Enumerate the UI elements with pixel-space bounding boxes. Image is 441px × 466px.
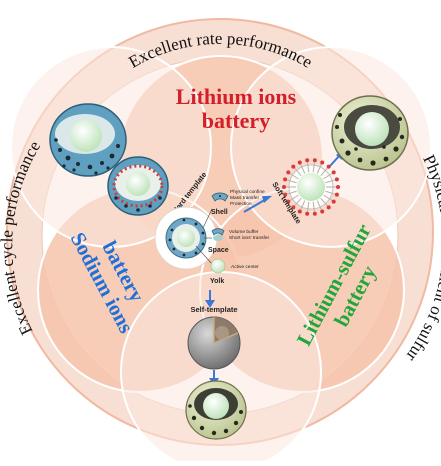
yolk-shell-sphere-icon bbox=[49, 103, 127, 177]
micelle-spoke bbox=[306, 162, 310, 173]
micelle-head bbox=[286, 199, 291, 204]
arrow-center-to-soft-icon bbox=[243, 196, 272, 213]
template-cut-sphere-icon bbox=[107, 156, 169, 216]
micelle-head bbox=[283, 177, 288, 182]
shell-line1: Physical confine bbox=[230, 189, 265, 195]
micelle-spoke bbox=[300, 200, 306, 210]
micelle-head bbox=[286, 170, 291, 175]
yolk-shell-schematic-icon bbox=[154, 206, 218, 270]
shell-detail-icon bbox=[211, 192, 229, 202]
micelle-head bbox=[312, 158, 317, 163]
micelle-head bbox=[326, 205, 331, 210]
micelle-spoke bbox=[325, 179, 336, 184]
solid-sphere-cutaway-icon bbox=[187, 316, 241, 370]
micelle-head bbox=[297, 160, 302, 165]
micelle-head bbox=[312, 211, 317, 216]
space-line1: Volume buffer bbox=[229, 229, 259, 235]
micelle-spoke bbox=[320, 167, 328, 176]
micelle-spoke bbox=[300, 164, 306, 174]
micelle-head bbox=[336, 185, 340, 189]
micelle-head bbox=[282, 185, 286, 189]
micelle-spoke bbox=[286, 190, 297, 195]
micelle-spoke bbox=[323, 173, 333, 180]
micelle-spoke bbox=[316, 200, 322, 210]
micelle-head bbox=[331, 199, 336, 204]
shell-title: Shell bbox=[211, 209, 228, 216]
micelle-spoke bbox=[286, 179, 297, 184]
micelle-spoke bbox=[294, 167, 302, 176]
micelle-head bbox=[334, 192, 339, 197]
micelle-head bbox=[320, 160, 325, 165]
micelle-head bbox=[320, 209, 325, 214]
title-lithium-ions: Lithium ions battery bbox=[176, 84, 297, 133]
yolk-title: Yolk bbox=[210, 278, 224, 285]
micelle-head bbox=[305, 158, 310, 163]
shell-line3: Protection bbox=[230, 201, 252, 207]
micelle-template-icon bbox=[282, 158, 340, 216]
space-detail-icon bbox=[211, 228, 225, 241]
yolk-shell-sphere-icon bbox=[185, 380, 247, 440]
shell-line2: Mass transfer bbox=[230, 195, 259, 201]
micelle-head bbox=[297, 209, 302, 214]
space-title: Space bbox=[208, 247, 229, 254]
micelle-head bbox=[291, 164, 296, 169]
micelle-spoke bbox=[312, 162, 316, 173]
micelle-spoke bbox=[289, 173, 299, 180]
micelle-head bbox=[305, 211, 310, 216]
arrow-center-to-self-icon bbox=[205, 290, 215, 308]
micelle-spoke bbox=[294, 198, 302, 207]
micelle-spoke bbox=[316, 164, 322, 174]
space-line2: Short ions' transfer bbox=[229, 235, 270, 241]
micelle-head bbox=[331, 170, 336, 175]
micelle-spoke bbox=[306, 201, 310, 212]
micelle-spoke bbox=[325, 190, 336, 195]
micelle-head bbox=[334, 177, 339, 182]
lithium-ions-line2: battery bbox=[202, 108, 270, 133]
yolk-detail-icon bbox=[210, 258, 226, 274]
micelle-spoke bbox=[312, 201, 316, 212]
micelle-spoke bbox=[323, 194, 333, 201]
micelle-head bbox=[291, 205, 296, 210]
label-self-template: Self-template bbox=[190, 305, 237, 314]
micelle-head bbox=[283, 192, 288, 197]
micelle-spoke bbox=[289, 194, 299, 201]
micelle-spoke bbox=[320, 198, 328, 207]
porous-yolk-shell-icon bbox=[331, 95, 409, 171]
lithium-ions-line1: Lithium ions bbox=[176, 84, 297, 109]
yolk-line1: Active center bbox=[231, 264, 259, 270]
